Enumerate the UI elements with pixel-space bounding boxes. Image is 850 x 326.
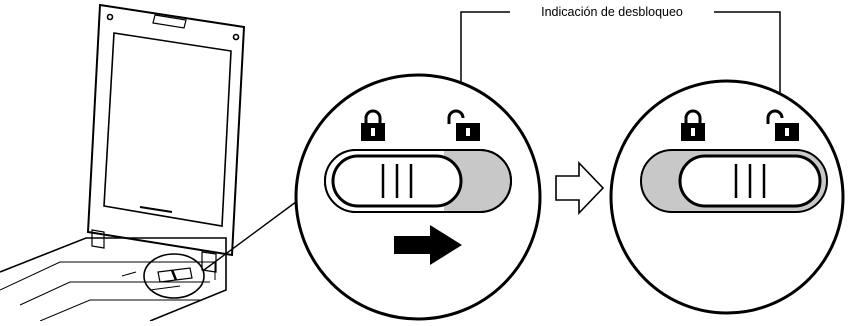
scanner-glass (19, 281, 210, 306)
scanner-illustration (0, 3, 246, 322)
transition-arrow-icon (555, 161, 605, 215)
lock-icon (681, 109, 705, 141)
zoom-circle (143, 253, 205, 299)
screw-icon (232, 33, 240, 41)
callout-bracket (460, 11, 781, 112)
base-mark (121, 271, 137, 277)
hinge-left (91, 229, 105, 249)
unlock-icon (447, 109, 480, 141)
scanner-lid-panel (103, 32, 232, 227)
lid-tab (152, 14, 187, 29)
hinge-right (201, 251, 217, 273)
zoom-line (203, 195, 305, 271)
scanner-lid (86, 3, 246, 257)
scanner-platen-edge (0, 261, 216, 291)
mini-switch-knob (170, 269, 178, 281)
panel-before (294, 73, 542, 321)
unlock-icon (766, 109, 799, 141)
unlock-indication-label: Indicación de desbloqueo (514, 3, 710, 21)
lock-icon (361, 109, 385, 141)
zoom-marker (143, 195, 305, 299)
arrow-right-icon (394, 225, 462, 265)
panel-after (609, 79, 845, 315)
lid-bar (139, 206, 173, 213)
callout-line-right (714, 11, 781, 106)
base-mark (149, 285, 181, 291)
callout-line-left (460, 11, 510, 112)
screw-icon (106, 13, 114, 21)
scanner-base (0, 237, 227, 322)
scanner-front-edge (39, 299, 200, 322)
